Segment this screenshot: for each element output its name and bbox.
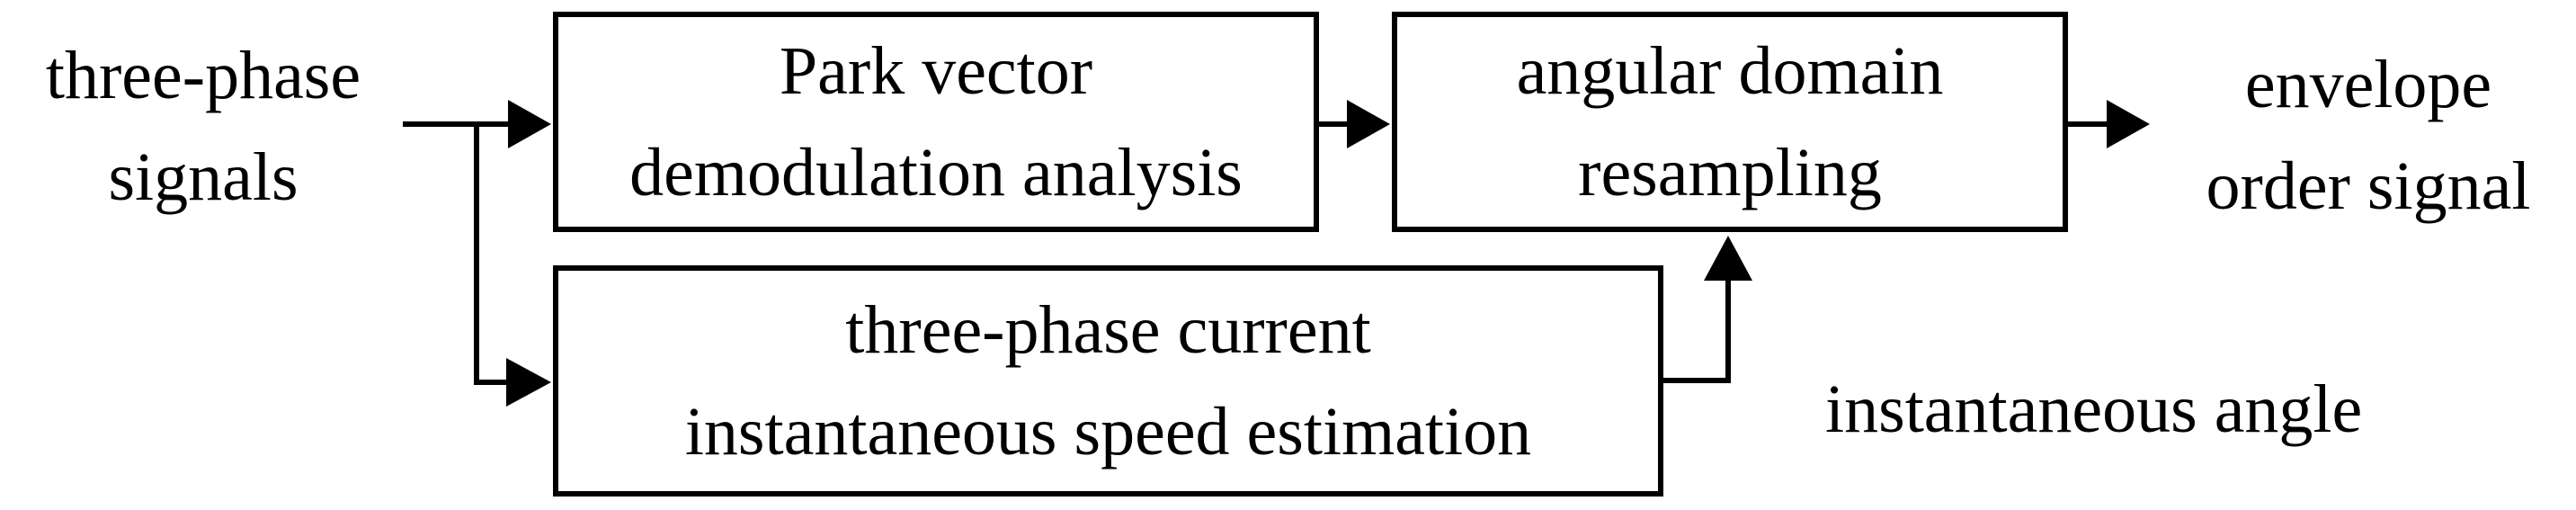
park-vector-box: Park vector demodulation analysis: [553, 12, 1319, 232]
arrowhead-into-resampling-box: [1347, 100, 1390, 148]
instantaneous-angle-text: instantaneous angle: [1825, 371, 2363, 447]
output-label-line2: order signal: [2206, 148, 2531, 224]
branch-line-source-to-speed: [474, 124, 506, 385]
feedback-line-speed-to-resampling: [1663, 279, 1731, 383]
speed-estimation-box-line2: instantaneous speed estimation: [684, 393, 1532, 470]
angular-resampling-box: angular domain resampling: [1392, 12, 2068, 232]
source-signals-line2: signals: [108, 139, 299, 215]
angular-resampling-box-line2: resampling: [1578, 134, 1882, 210]
instantaneous-angle-label: instantaneous angle: [1825, 359, 2509, 461]
arrowhead-into-output-label: [2107, 100, 2150, 148]
speed-estimation-box: three-phase current instantaneous speed …: [553, 265, 1663, 497]
speed-estimation-box-line1: three-phase current: [845, 291, 1371, 368]
park-vector-box-line2: demodulation analysis: [629, 134, 1243, 210]
arrowhead-into-speed-box: [506, 358, 551, 407]
arrowhead-into-park-box: [508, 100, 551, 148]
output-label: envelope order signal: [2138, 34, 2576, 237]
output-label-line1: envelope: [2244, 47, 2492, 122]
source-signals-label: three-phase signals: [0, 25, 406, 228]
source-signals-line1: three-phase: [45, 38, 361, 113]
arrowhead-feedback-up: [1704, 236, 1752, 281]
angular-resampling-box-line1: angular domain: [1516, 32, 1944, 109]
park-vector-box-line1: Park vector: [779, 32, 1093, 109]
